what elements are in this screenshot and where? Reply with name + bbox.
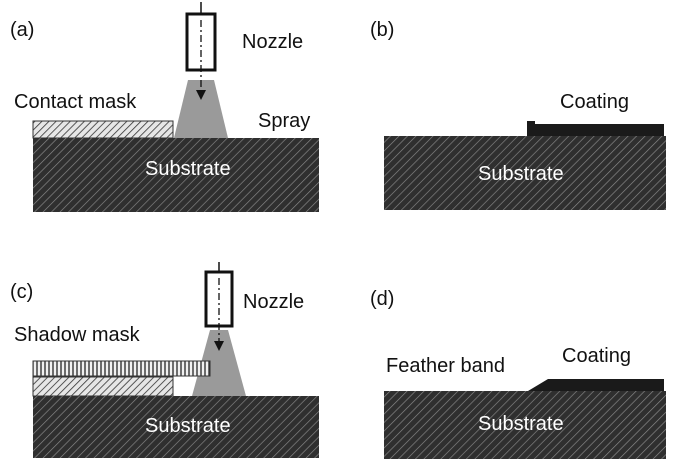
- shadow-mask-label: Shadow mask: [14, 324, 141, 346]
- substrate-b-label: Substrate: [478, 163, 564, 185]
- panel-d: (d) Feather band Coating Substrate: [370, 288, 666, 459]
- nozzle-c: [204, 262, 234, 351]
- panel-a: (a) Nozzle Contact mask Spray Substrate: [10, 2, 319, 212]
- coating-b: [527, 121, 664, 136]
- shadow-mask-spacer: [32, 376, 174, 397]
- contact-mask: [32, 120, 174, 139]
- panel-c: (c) Nozzle Shadow mask Substrate: [10, 262, 319, 458]
- nozzle-label: Nozzle: [242, 31, 303, 53]
- substrate-b: [384, 136, 666, 210]
- nozzle: [185, 2, 217, 100]
- shadow-mask: [32, 360, 211, 377]
- panel-b: (b) Coating Substrate: [370, 19, 666, 210]
- coating-b-label: Coating: [560, 91, 629, 113]
- feather-band-label: Feather band: [386, 355, 505, 377]
- substrate-a: [33, 138, 319, 212]
- substrate-c-label: Substrate: [145, 415, 231, 437]
- coating-d-label: Coating: [562, 345, 631, 367]
- spray-cone: [174, 80, 228, 138]
- nozzle-c-label: Nozzle: [243, 291, 304, 313]
- spray-label: Spray: [258, 110, 310, 132]
- panel-b-tag: (b): [370, 19, 394, 41]
- panel-d-tag: (d): [370, 288, 394, 310]
- substrate-a-label: Substrate: [145, 158, 231, 180]
- panel-a-tag: (a): [10, 19, 34, 41]
- substrate-d: [384, 391, 666, 459]
- spray-cone-c: [192, 330, 246, 396]
- substrate-d-label: Substrate: [478, 413, 564, 435]
- contact-mask-label: Contact mask: [14, 91, 137, 113]
- coating-d: [528, 379, 664, 391]
- panel-c-tag: (c): [10, 281, 33, 303]
- substrate-c: [33, 396, 319, 458]
